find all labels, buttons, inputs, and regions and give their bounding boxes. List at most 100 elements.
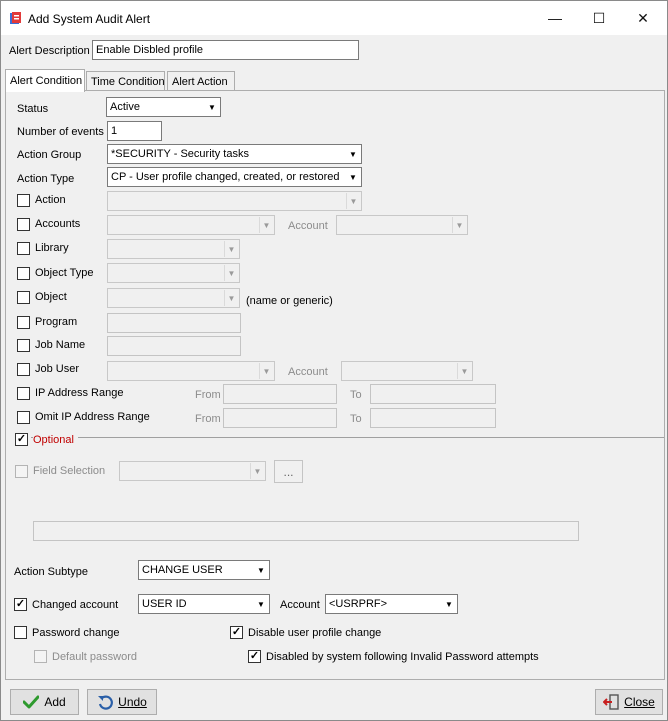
default-password-label: Default password <box>52 651 137 663</box>
default-password-checkbox[interactable] <box>34 650 47 663</box>
close-icon: ✕ <box>637 9 649 26</box>
undo-icon <box>98 695 114 710</box>
undo-button[interactable]: Undo <box>87 689 157 715</box>
changed-account-checkbox[interactable]: ✓ <box>14 598 27 611</box>
chevron-down-icon: ▼ <box>224 265 238 281</box>
check-icon: ✓ <box>249 650 260 662</box>
field-selection-checkbox[interactable] <box>15 465 28 478</box>
chevron-down-icon: ▼ <box>257 599 265 609</box>
action-type-select[interactable]: CP - User profile changed, created, or r… <box>107 167 362 187</box>
program-label: Program <box>35 316 78 328</box>
undo-button-label: Undo <box>118 695 147 709</box>
program-checkbox[interactable] <box>17 316 30 329</box>
maximize-button[interactable]: ☐ <box>577 5 621 31</box>
job-user-checkbox[interactable] <box>17 363 30 376</box>
ip-range-label: IP Address Range <box>35 387 124 399</box>
password-change-checkbox[interactable] <box>14 626 27 639</box>
program-input[interactable] <box>107 313 241 333</box>
chevron-down-icon: ▼ <box>457 363 471 379</box>
close-button[interactable]: Close <box>595 689 663 715</box>
omit-ip-range-from-input[interactable] <box>223 408 337 428</box>
checkmark-icon <box>23 695 40 709</box>
accounts-select[interactable]: ▼ <box>107 215 275 235</box>
close-window-button[interactable]: ✕ <box>621 5 665 31</box>
job-user-account-select[interactable]: ▼ <box>341 361 473 381</box>
job-name-input[interactable] <box>107 336 241 356</box>
chevron-down-icon: ▼ <box>346 193 360 209</box>
job-name-checkbox[interactable] <box>17 339 30 352</box>
changed-account-account-select[interactable]: <USRPRF> ▼ <box>325 594 458 614</box>
status-value: Active <box>110 101 140 113</box>
optional-label: Optional <box>33 433 78 447</box>
maximize-icon: ☐ <box>592 9 606 26</box>
ip-range-from-input[interactable] <box>223 384 337 404</box>
title-bar[interactable]: Add System Audit Alert — ☐ ✕ <box>1 1 667 35</box>
library-checkbox[interactable] <box>17 242 30 255</box>
alert-description-input[interactable]: Enable Disbled profile <box>92 40 359 60</box>
number-of-events-label: Number of events <box>17 126 104 138</box>
minimize-button[interactable]: — <box>533 5 577 31</box>
field-selection-browse-button[interactable]: ... <box>274 460 303 483</box>
status-select[interactable]: Active ▼ <box>106 97 221 117</box>
tab-alert-action[interactable]: Alert Action <box>167 71 235 91</box>
action-subtype-select[interactable]: CHANGE USER ▼ <box>138 560 270 580</box>
omit-ip-range-checkbox[interactable] <box>17 411 30 424</box>
object-type-select[interactable]: ▼ <box>107 263 240 283</box>
check-icon: ✓ <box>15 598 26 610</box>
ip-range-to-label: To <box>350 389 362 401</box>
object-checkbox[interactable] <box>17 291 30 304</box>
omit-ip-range-to-input[interactable] <box>370 408 496 428</box>
chevron-down-icon: ▼ <box>349 149 357 159</box>
field-selection-label: Field Selection <box>33 465 106 477</box>
tab-alert-condition[interactable]: Alert Condition <box>5 69 85 92</box>
action-subtype-value: CHANGE USER <box>142 564 223 576</box>
object-hint: (name or generic) <box>246 295 333 307</box>
changed-account-value: USER ID <box>142 598 187 610</box>
object-type-checkbox[interactable] <box>17 267 30 280</box>
chevron-down-icon: ▼ <box>224 241 238 257</box>
omit-ip-range-label: Omit IP Address Range <box>35 411 150 423</box>
accounts-account-select[interactable]: ▼ <box>336 215 468 235</box>
object-label: Object <box>35 291 67 303</box>
ip-range-from-label: From <box>195 389 221 401</box>
tab-time-condition[interactable]: Time Condition <box>86 71 165 91</box>
number-of-events-input[interactable]: 1 <box>107 121 162 141</box>
chevron-down-icon: ▼ <box>208 102 216 112</box>
object-select[interactable]: ▼ <box>107 288 240 308</box>
password-change-label: Password change <box>32 627 120 639</box>
disable-profile-change-checkbox[interactable]: ✓ <box>230 626 243 639</box>
job-user-select[interactable]: ▼ <box>107 361 275 381</box>
action-group-select[interactable]: *SECURITY - Security tasks ▼ <box>107 144 362 164</box>
accounts-checkbox[interactable] <box>17 218 30 231</box>
ip-range-to-input[interactable] <box>370 384 496 404</box>
add-button[interactable]: Add <box>10 689 79 715</box>
job-user-label: Job User <box>35 363 80 375</box>
changed-account-select[interactable]: USER ID ▼ <box>138 594 270 614</box>
disabled-by-system-checkbox[interactable]: ✓ <box>248 650 261 663</box>
action-label: Action <box>35 194 66 206</box>
minimize-icon: — <box>548 10 562 26</box>
alert-description-label: Alert Description <box>9 45 90 57</box>
check-icon: ✓ <box>231 626 242 638</box>
chevron-down-icon: ▼ <box>259 363 273 379</box>
chevron-down-icon: ▼ <box>250 463 264 479</box>
disable-profile-change-label: Disable user profile change <box>248 627 382 639</box>
library-select[interactable]: ▼ <box>107 239 240 259</box>
chevron-down-icon: ▼ <box>452 217 466 233</box>
action-select[interactable]: ▼ <box>107 191 362 211</box>
field-selection-select[interactable]: ▼ <box>119 461 266 481</box>
action-group-value: *SECURITY - Security tasks <box>111 148 249 160</box>
ip-range-checkbox[interactable] <box>17 387 30 400</box>
optional-divider <box>31 437 664 438</box>
object-type-label: Object Type <box>35 267 94 279</box>
field-selection-display <box>33 521 579 541</box>
accounts-account-label: Account <box>288 220 328 232</box>
optional-checkbox[interactable]: ✓ <box>15 433 28 446</box>
action-type-label: Action Type <box>17 173 75 185</box>
chevron-down-icon: ▼ <box>445 599 453 609</box>
audit-app-icon <box>10 12 21 24</box>
action-type-value: CP - User profile changed, created, or r… <box>111 171 340 183</box>
exit-door-icon <box>603 694 619 710</box>
add-button-label: Add <box>44 695 66 709</box>
action-checkbox[interactable] <box>17 194 30 207</box>
